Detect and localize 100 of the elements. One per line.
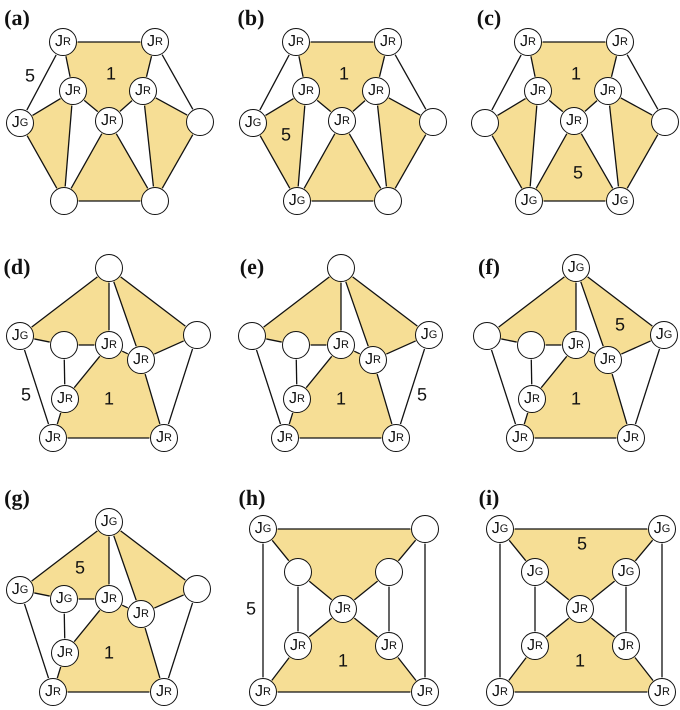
vertex-circle [50,331,78,359]
edge-line [621,340,651,355]
vertex-circle [374,187,402,215]
edge-line [514,528,648,530]
edge-line [310,344,326,346]
edge-line [376,374,392,424]
face-number: 1 [571,388,581,410]
edge-line [154,340,184,355]
vertex-circle [471,109,499,137]
face-number: 1 [338,650,348,672]
edge-line [661,544,663,678]
edge-line [34,338,50,343]
edge-line [288,412,294,424]
vertex-circle [327,254,355,282]
edge-line [508,540,526,562]
edge-line [265,98,294,116]
edge-line [162,54,194,110]
edge-line [354,350,360,354]
panel-label: (b) [238,5,264,31]
edge-line [308,618,332,638]
edge-line [24,604,50,678]
edge-line [31,276,98,328]
panel-label: (c) [476,5,502,31]
edge-line [120,530,186,581]
face-number: 5 [577,534,587,554]
edge-line [530,360,532,384]
vertex-circle [419,108,447,136]
edge-line [56,666,62,678]
edge-line [626,134,658,189]
edge-line [122,350,128,354]
edge-line [394,54,426,110]
edge-line [352,276,418,327]
edge-line [580,282,604,346]
edge-line [74,610,100,642]
edge-line [620,97,652,116]
edge-line [634,540,654,562]
vertex-circle [183,575,211,603]
edge-line [312,200,374,202]
edge-line [394,134,426,189]
edge-line [536,133,568,189]
vertex-circle [50,187,78,215]
face-number: 1 [104,642,114,664]
edge-line [154,594,184,609]
edge-line [612,374,628,424]
edge-line [626,54,658,110]
edge-line [534,437,616,439]
edge-line [534,586,536,632]
edge-line [262,544,264,678]
edge-line [144,374,160,424]
vertex-circle [183,321,211,349]
edge-line [424,544,426,678]
vertex-circle [186,108,214,136]
face-number: 5 [573,162,583,184]
edge-line [306,356,332,388]
vertex-circle [238,322,266,350]
edge-line [397,657,417,681]
edge-line [378,56,386,77]
edge-line [84,100,98,112]
edge-line [498,276,565,328]
edge-line [308,580,332,600]
edge-line [386,340,416,355]
edge-line [26,135,58,189]
vertex-circle [473,322,501,350]
edge-line [64,614,66,638]
edge-line [260,135,290,189]
edge-line [575,282,577,330]
edge-line [499,544,501,678]
edge-line [263,276,330,328]
edge-line [304,133,336,189]
edge-line [65,56,71,77]
edge-line [68,691,150,693]
edge-line [352,100,366,112]
vertex-circle [282,331,310,359]
edge-line [144,628,160,678]
edge-line [278,691,410,693]
panel-label: (i) [478,485,500,511]
edge-line [64,360,66,384]
face-number: 5 [75,558,85,578]
edge-line [24,350,50,424]
edge-line [348,133,382,189]
edge-line [354,580,378,600]
face-number: 1 [104,388,114,410]
vertex-circle [651,108,679,136]
edge-line [64,106,72,186]
edge-line [490,350,516,424]
edge-line [316,100,332,112]
edge-line [544,200,606,202]
edge-line [540,356,568,388]
face-number: 5 [25,66,35,86]
panel-label: (g) [4,485,30,511]
panel-label: (h) [238,485,266,511]
edge-line [634,348,660,424]
edge-line [113,536,137,600]
edge-line [108,536,110,584]
edge-line [354,618,378,638]
edge-line [298,106,306,186]
edge-line [530,106,538,186]
edge-line [546,618,570,638]
face-number: 5 [281,124,291,146]
edge-line [300,437,382,439]
